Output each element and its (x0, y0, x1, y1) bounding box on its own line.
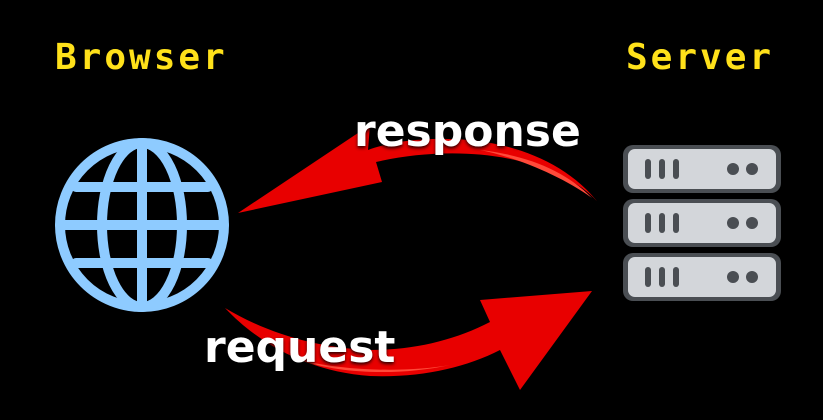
server-title: Server (626, 37, 775, 78)
response-arrow (238, 125, 600, 213)
browser-title: Browser (55, 37, 228, 78)
server-unit (623, 145, 781, 193)
server-unit (623, 199, 781, 247)
request-arrow (225, 291, 592, 390)
request-label: request (204, 322, 396, 373)
response-label: response (354, 106, 581, 157)
globe-icon (55, 138, 229, 312)
server-icon (623, 145, 781, 301)
server-unit (623, 253, 781, 301)
request-arrow-highlight (300, 360, 450, 373)
